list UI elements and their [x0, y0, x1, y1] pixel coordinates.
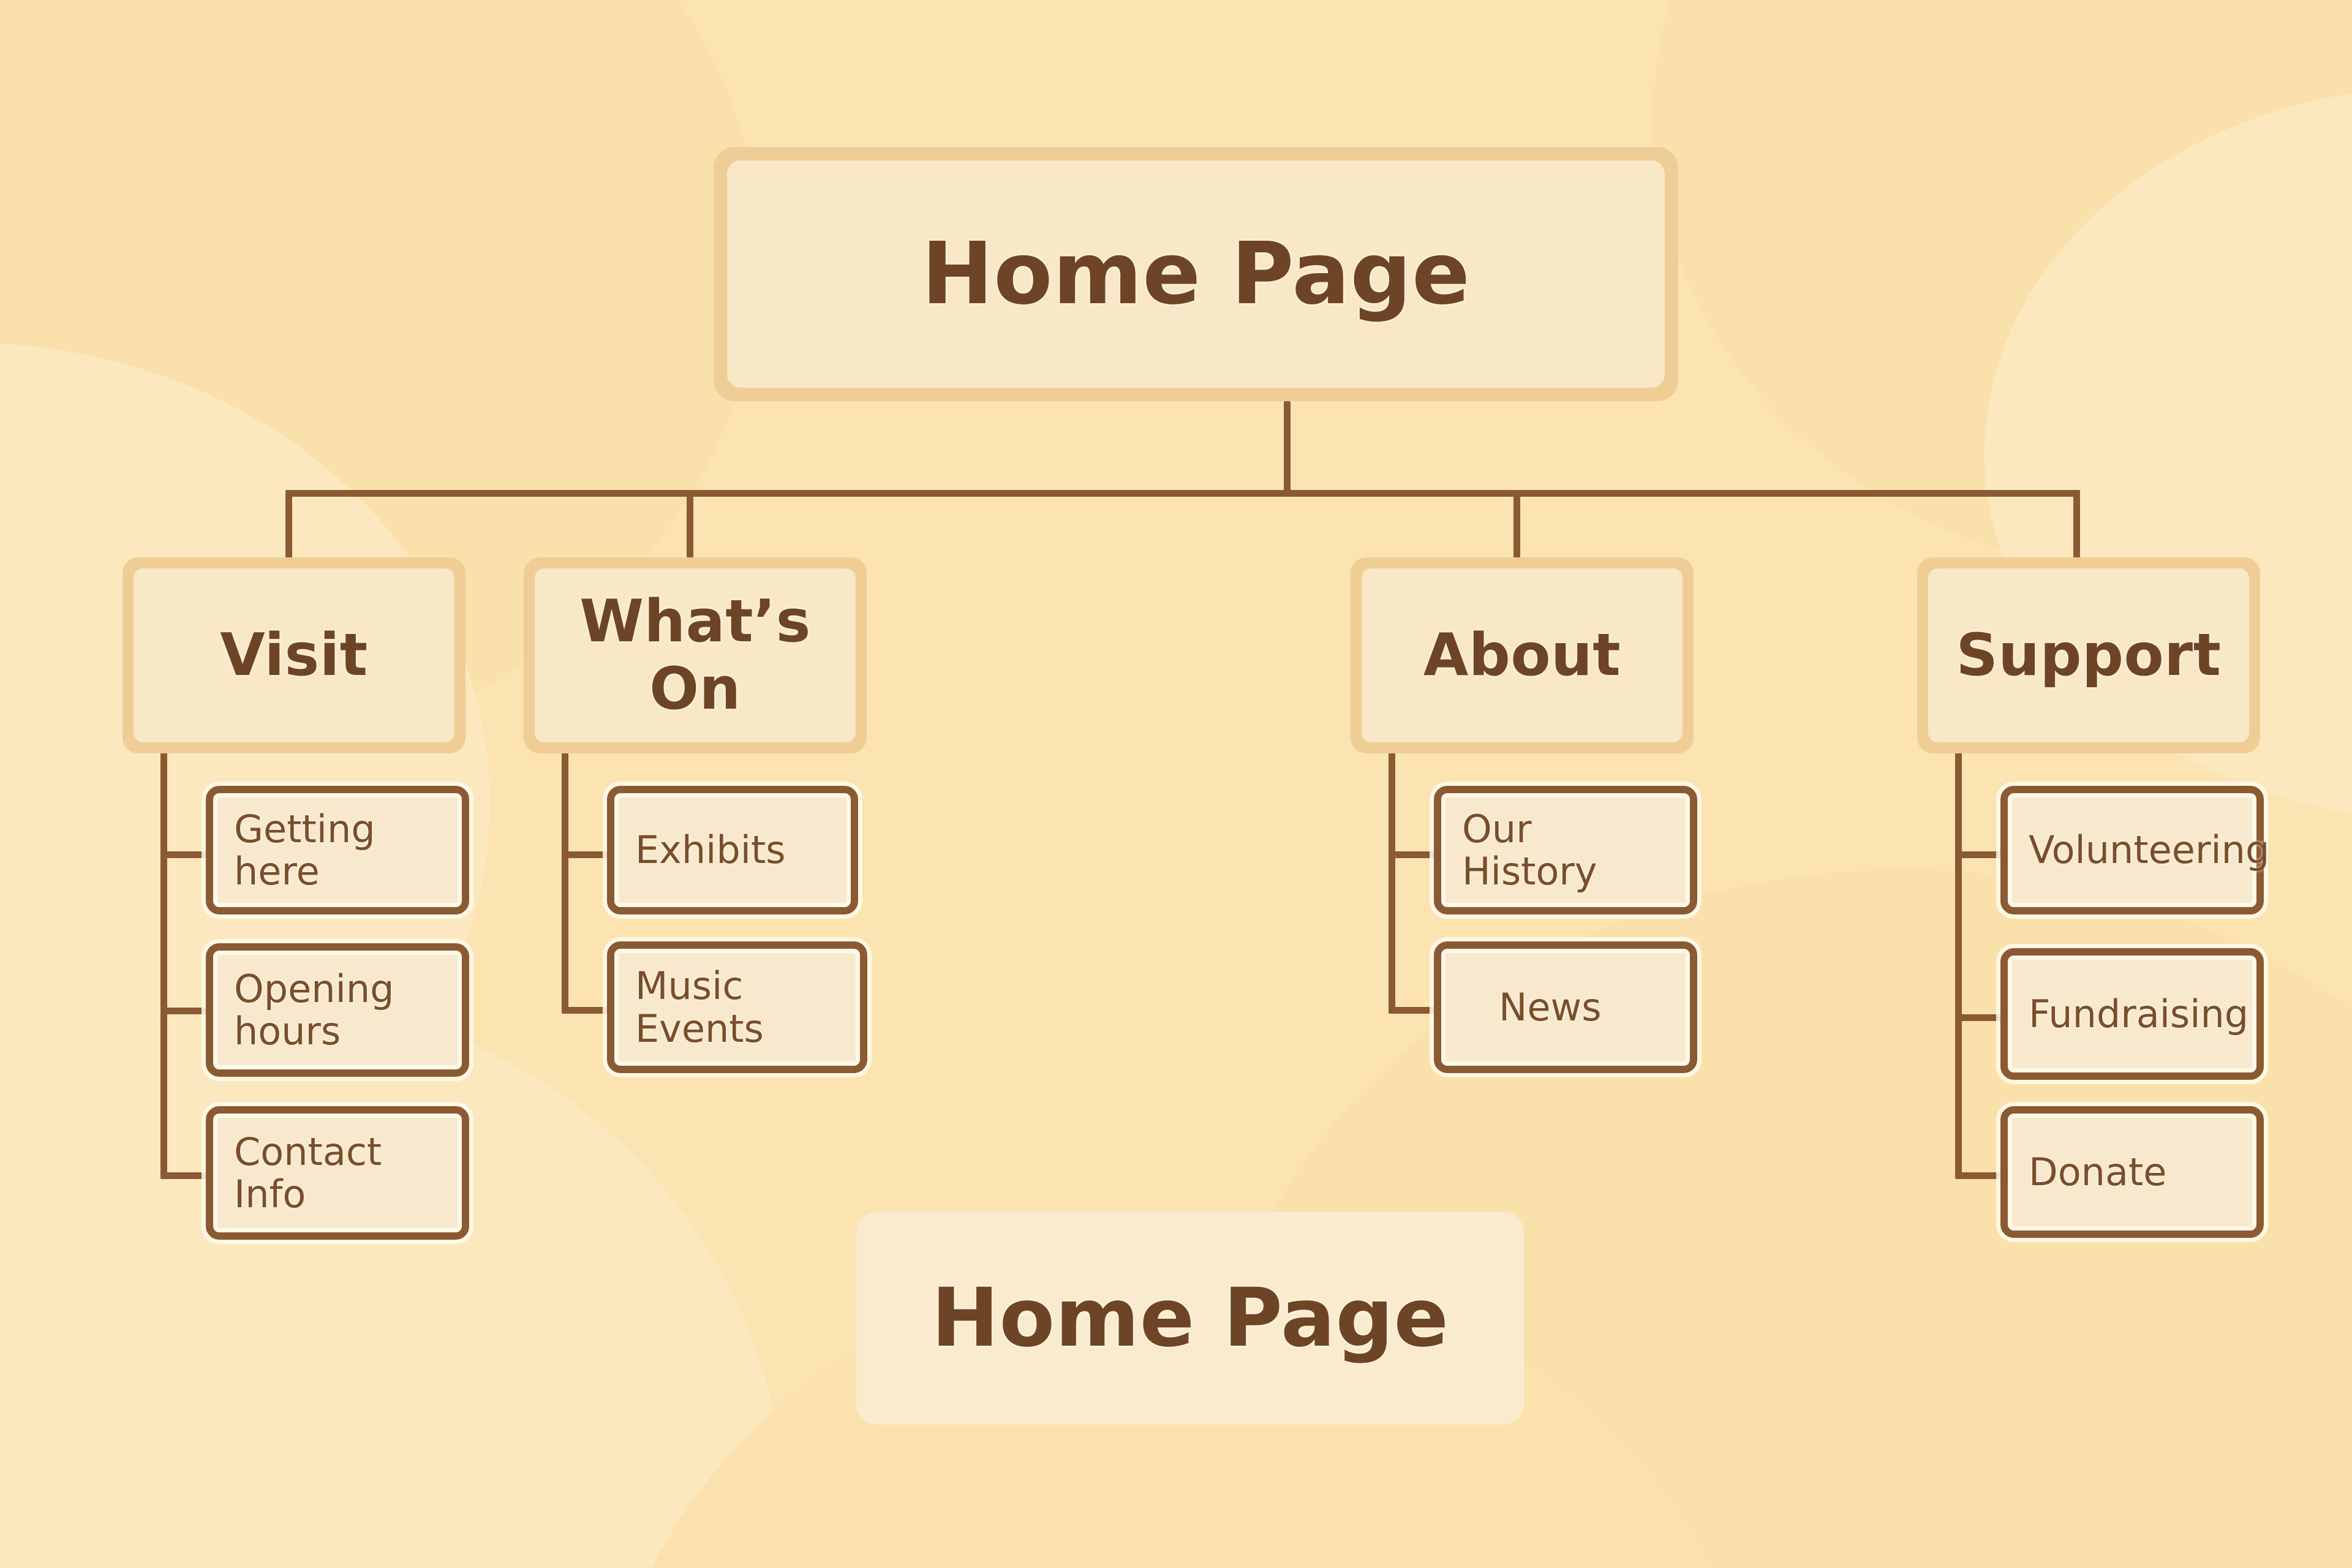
leaf-news[interactable]: News [1434, 941, 1718, 1094]
node-about-surface: About [1362, 568, 1683, 742]
connector-branch-bus [285, 490, 2080, 497]
node-visit[interactable]: Visit [123, 557, 466, 753]
background-blob-top-right [1654, 0, 2352, 576]
node-support[interactable]: Support [1917, 557, 2260, 753]
connector-drop-about [1513, 490, 1520, 560]
leaf-opening-hours-label: Opening hours [234, 966, 394, 1054]
connector-spine-whatson [562, 750, 568, 1014]
connector-drop-visit [285, 490, 292, 560]
leaf-volunteering-label: Volunteering [2029, 827, 2270, 873]
leaf-donate[interactable]: Donate [2000, 1106, 2264, 1238]
node-support-surface: Support [1928, 568, 2249, 742]
node-about[interactable]: About [1351, 557, 1694, 753]
connector-about-child-2 [1389, 1007, 1438, 1014]
connector-drop-whatson [687, 490, 693, 560]
node-whats-on-label: What’s On [579, 588, 811, 723]
node-visit-label: Visit [220, 622, 368, 689]
connector-visit-child-2 [160, 1008, 209, 1014]
leaf-contact-info-label: Contact Info [234, 1129, 382, 1216]
connector-spine-about [1389, 750, 1395, 1014]
background-blob-bottom-left [0, 992, 784, 1568]
leaf-opening-hours[interactable]: Opening hours [206, 943, 469, 1077]
connector-visit-child-1 [160, 851, 209, 858]
leaf-music-events-label: Music Events [635, 963, 764, 1051]
caption-banner-label: Home Page [931, 1271, 1449, 1365]
leaf-our-history-label: Our History [1462, 806, 1597, 894]
leaf-contact-info[interactable]: Contact Info [206, 1106, 469, 1240]
connector-support-child-1 [1955, 851, 2004, 858]
leaf-fundraising-label: Fundraising [2029, 991, 2249, 1036]
connector-support-child-2 [1955, 1014, 2004, 1021]
caption-banner: Home Page [856, 1212, 1524, 1425]
connector-about-child-1 [1389, 851, 1438, 858]
node-home-page-surface: Home Page [727, 160, 1665, 388]
leaf-fundraising[interactable]: Fundraising [2000, 948, 2264, 1080]
leaf-our-history[interactable]: Our History [1434, 786, 1697, 914]
connector-support-child-3 [1955, 1172, 2004, 1179]
node-about-label: About [1423, 622, 1621, 689]
leaf-music-events[interactable]: Music Events [607, 941, 867, 1073]
connector-drop-support [2073, 490, 2080, 560]
node-visit-surface: Visit [134, 568, 454, 742]
leaf-getting-here-label: Getting here [234, 806, 375, 894]
connector-spine-support [1955, 750, 1962, 1179]
leaf-news-label: News [1499, 984, 1602, 1030]
leaf-getting-here[interactable]: Getting here [206, 786, 469, 914]
connector-root-stem [1284, 401, 1291, 496]
node-whats-on-surface: What’s On [535, 568, 856, 742]
node-home-page-label: Home Page [921, 224, 1471, 324]
connector-whatson-child-1 [562, 851, 611, 858]
connector-whatson-child-2 [562, 1007, 611, 1014]
node-whats-on[interactable]: What’s On [524, 557, 867, 753]
connector-spine-visit [160, 750, 167, 1179]
connector-visit-child-3 [160, 1172, 209, 1179]
leaf-donate-label: Donate [2029, 1149, 2167, 1194]
node-support-label: Support [1956, 622, 2222, 689]
leaf-exhibits-label: Exhibits [635, 827, 786, 873]
leaf-exhibits[interactable]: Exhibits [607, 786, 858, 914]
node-home-page[interactable]: Home Page [714, 147, 1678, 401]
leaf-volunteering[interactable]: Volunteering [2000, 786, 2269, 914]
